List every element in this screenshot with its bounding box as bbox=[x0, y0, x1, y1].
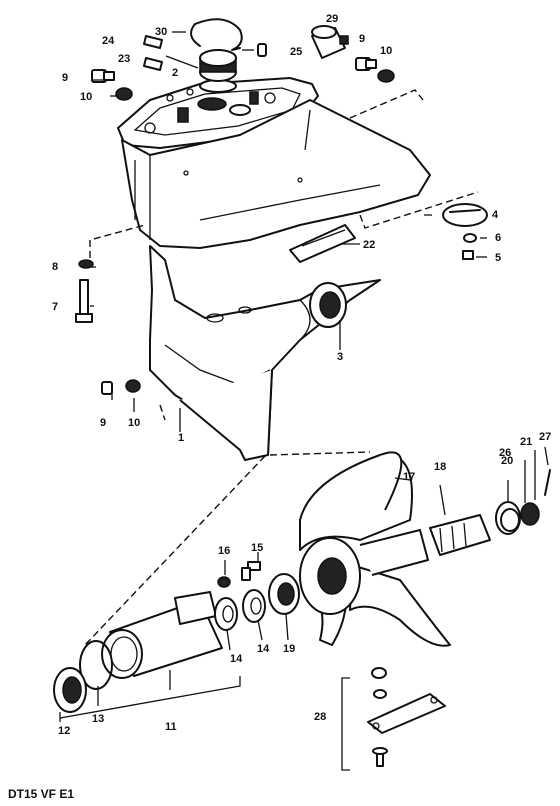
seal-14-b bbox=[242, 589, 266, 623]
bolt-9-top-right bbox=[355, 57, 377, 71]
callout-9-top-left: 9 bbox=[62, 72, 68, 84]
gear-case bbox=[117, 77, 431, 461]
nut-21 bbox=[520, 502, 540, 526]
washer-28 bbox=[373, 689, 387, 699]
callout-20: 20 bbox=[501, 455, 513, 467]
diagram-caption: DT15 VF E1 bbox=[8, 787, 74, 801]
callout-14-b: 14 bbox=[257, 643, 270, 655]
callout-17: 17 bbox=[403, 471, 415, 483]
bolt-5 bbox=[462, 250, 474, 260]
anode-4 bbox=[442, 203, 488, 227]
callout-10-lower: 10 bbox=[128, 417, 140, 429]
callout-27: 27 bbox=[539, 431, 551, 443]
callout-4: 4 bbox=[492, 209, 499, 221]
bushing-18 bbox=[429, 514, 491, 556]
dowel-25 bbox=[257, 43, 267, 57]
callout-10-top-right: 10 bbox=[380, 45, 392, 57]
bearing-12 bbox=[53, 667, 87, 713]
seal-3 bbox=[309, 282, 347, 328]
o-ring-13 bbox=[79, 640, 113, 690]
bolt-9-lower bbox=[101, 381, 113, 395]
bolt-9-top-left bbox=[91, 69, 115, 83]
bolt-15 bbox=[241, 561, 261, 581]
callout-23: 23 bbox=[118, 53, 130, 65]
seal-14-a bbox=[214, 597, 238, 631]
callout-28: 28 bbox=[314, 711, 326, 723]
pin-24 bbox=[143, 35, 163, 49]
callout-5: 5 bbox=[495, 252, 501, 264]
callout-14-a: 14 bbox=[230, 653, 243, 665]
callout-3: 3 bbox=[337, 351, 343, 363]
washer-8 bbox=[78, 259, 94, 269]
bushing-29 bbox=[311, 25, 349, 59]
callout-2: 2 bbox=[172, 67, 178, 79]
callout-16: 16 bbox=[218, 545, 230, 557]
propeller-17 bbox=[299, 451, 451, 647]
callout-1: 1 bbox=[178, 432, 184, 444]
plate-28 bbox=[367, 693, 446, 734]
callout-10-top-left: 10 bbox=[80, 91, 92, 103]
callout-15: 15 bbox=[251, 542, 263, 554]
leader-lines bbox=[59, 31, 549, 771]
washer-6 bbox=[463, 233, 477, 243]
callout-9-lower: 9 bbox=[100, 417, 106, 429]
callout-12: 12 bbox=[58, 725, 70, 737]
key-23 bbox=[143, 57, 163, 71]
washer-10-top-right bbox=[377, 69, 395, 83]
callout-30: 30 bbox=[155, 26, 167, 38]
bearing-2 bbox=[199, 49, 237, 82]
bolt-7 bbox=[75, 279, 93, 323]
washer-10-top-left bbox=[115, 87, 133, 101]
thrust-washer-19 bbox=[268, 573, 300, 615]
washer-16 bbox=[217, 576, 231, 588]
callout-6: 6 bbox=[495, 232, 501, 244]
callout-labels: 1 2 3 4 5 6 7 8 9 9 9 10 10 10 11 12 13 … bbox=[52, 13, 551, 737]
callout-7: 7 bbox=[52, 301, 58, 313]
callout-26: 26 bbox=[499, 447, 511, 459]
callout-9-top-right: 9 bbox=[359, 33, 365, 45]
callout-18: 18 bbox=[434, 461, 446, 473]
screw-28 bbox=[372, 747, 388, 767]
shaft-housing-11 bbox=[101, 591, 223, 679]
callout-24: 24 bbox=[102, 35, 115, 47]
callout-21: 21 bbox=[520, 436, 532, 448]
callout-13: 13 bbox=[92, 713, 104, 725]
callout-29: 29 bbox=[326, 13, 338, 25]
callout-8: 8 bbox=[52, 261, 58, 273]
callout-22: 22 bbox=[363, 239, 375, 251]
nut-28 bbox=[371, 667, 387, 679]
callout-19: 19 bbox=[283, 643, 295, 655]
callout-11: 11 bbox=[165, 721, 177, 733]
washer-10-lower bbox=[125, 379, 141, 393]
snap-ring-30 bbox=[190, 18, 243, 51]
cotter-pin-27 bbox=[544, 469, 551, 496]
grommet-22 bbox=[289, 224, 356, 263]
callout-25: 25 bbox=[290, 46, 302, 58]
washer-26 bbox=[500, 508, 520, 532]
